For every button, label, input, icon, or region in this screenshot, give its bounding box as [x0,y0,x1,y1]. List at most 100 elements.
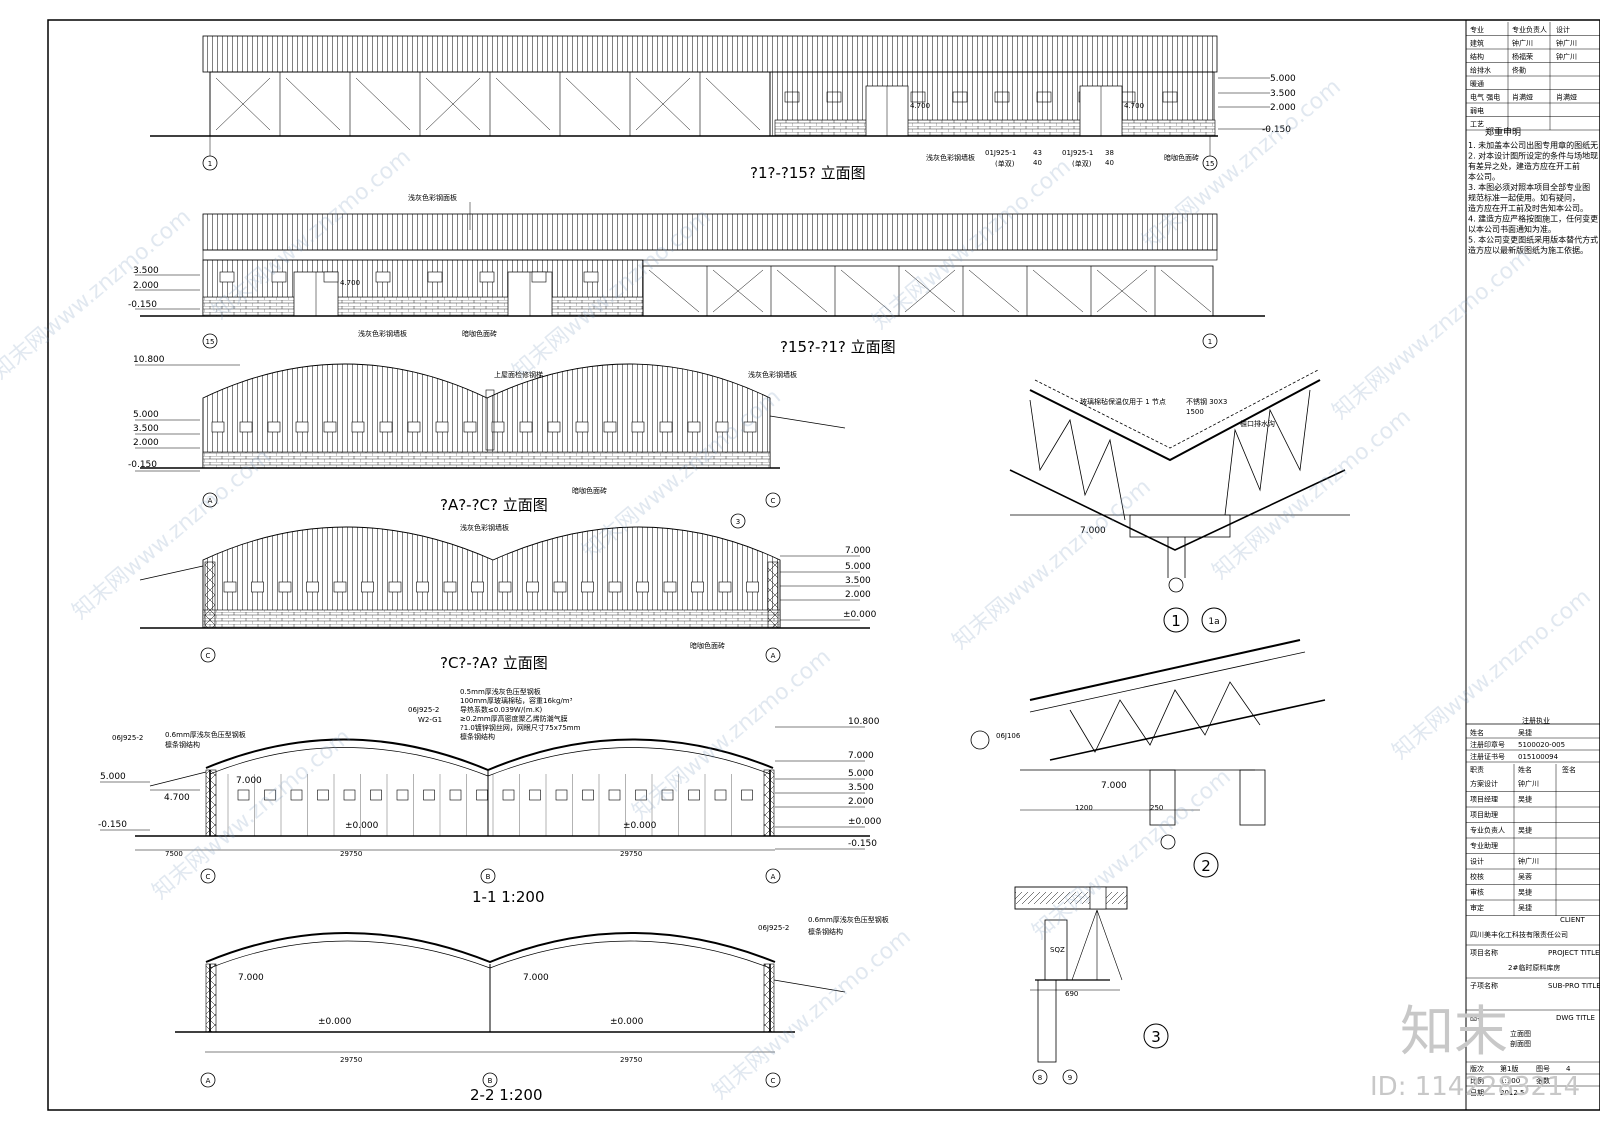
s1-window [370,789,382,801]
tb-dwg-2: 剖面图 [1510,1039,1531,1048]
tb-note-line: 2. 对本设计图所设定的条件与场地现 [1468,151,1598,161]
tb-note-line: 造方应在开工前及时告知本公司。 [1468,203,1588,213]
e4-note-1: 浅灰色彩钢墙板 [460,523,509,532]
e4-level-5: ±0.000 [843,610,877,620]
tb-note-line: 5. 本公司变更图纸采用版本替代方式 [1468,235,1598,245]
s2-note-1: 06J925-2 [758,924,789,932]
tb-foot-cell: 2012.5 [1500,1089,1525,1097]
e1-axis-left: 1 [208,160,212,168]
e2-bay-brace [1096,269,1148,313]
e1-title: ?1?-?15? 立面图 [750,164,866,182]
e4-window [746,581,759,593]
s1-window [714,789,727,801]
sheet-frame [47,19,1600,1111]
e3-title: ?A?-?C? 立面图 [440,496,548,514]
e4-window [553,581,567,593]
s2-axis-3: C [771,1077,776,1085]
d1-note-1: 玻璃棉毡保温仅用于 1 节点 [1080,397,1166,406]
e3-note-3: 暗咖色面砖 [572,486,607,495]
e2-window [583,271,599,283]
e3-window [435,421,449,433]
tb-staff-role: 专业助理 [1470,841,1498,850]
e4-window [636,581,649,593]
s1-left-note-2: 0.6mm厚浅灰色压型钢板 [165,730,246,739]
watermark-brand: 知末 [1400,1000,1508,1063]
s1-roof-note: 06J925-2 [408,706,439,714]
e2-bay-brace [904,269,956,313]
tb-foot-cell: 第1版 [1500,1064,1518,1073]
e3-window [239,421,253,433]
s1-level-left-3: -0.150 [98,820,127,830]
detail-1: 7.000 玻璃棉毡保温仅用于 1 节点 不锈钢 30X3 1500 檐口排水沟… [1009,369,1350,633]
s2-inner-4: ±0.000 [610,1017,644,1027]
e2-window [323,271,339,283]
e3-axis-right: C [771,497,776,505]
section-1-1: 5.000 4.700 -0.150 10.8007.0005.0003.500… [98,687,882,906]
tb-client: 四川美丰化工科技有限责任公司 [1470,930,1568,939]
s2-inner-1: 7.000 [238,973,264,983]
e3-axis-left: A [208,497,213,505]
tb-reg-cell: 5100020-005 [1518,741,1565,749]
e1-ref-3: 38 [1105,149,1114,157]
e4-note-2: 暗咖色面砖 [690,641,725,650]
s1-window [502,789,515,801]
e3-window [519,421,533,433]
tb-staff-name: 吴捷 [1518,795,1532,804]
d2-dim-1: 1200 [1075,804,1093,812]
watermark-text: 知末网www.znzmo.com [1028,764,1236,944]
detail-2: 1200 250 7.000 06J106 2 [970,639,1326,878]
e3-window [211,421,225,433]
e1-ref-4: 40 [1105,159,1114,167]
tb-note-line: 造方应以最新版图纸为施工依据。 [1468,245,1588,255]
s1-roof-note: ≥0.2mm厚高密度聚乙烯防潮气膜 [460,714,568,723]
tb-top-cell: 结构 [1470,52,1484,61]
e4-window [526,581,539,593]
e3-window [631,421,645,433]
e4-window [608,581,622,593]
s1-axis-1: C [206,873,211,881]
e1-note-3: (单双) [995,159,1015,168]
d2-level: 7.000 [1101,781,1127,791]
e4-level-2: 5.000 [845,562,871,572]
tb-reg-title: 注册执业 [1522,716,1550,725]
s1-level-right: 10.800 [848,717,880,727]
s1-axis-3: A [771,873,776,881]
s1-window [741,789,753,801]
tb-top-cell: 专业 [1470,25,1484,34]
s1-span-2: 29750 [340,850,362,858]
s2-axis-1: A [206,1077,211,1085]
e4-level-3: 3.500 [845,576,871,586]
e4-title: ?C?-?A? 立面图 [440,654,548,672]
tb-top-cell: 暖通 [1470,79,1484,88]
tb-foot-cell: 比例 [1470,1076,1484,1085]
elevation-4: 7.000 5.000 3.500 2.000 ±0.000 3 C A 浅灰色… [139,513,877,672]
e1-bay-brace [705,77,761,131]
e1-note-4: 01J925-1 [1062,149,1093,157]
detail-3: SQZ 690 8 9 3 [1014,886,1169,1085]
e2-level-2: 2.000 [133,281,159,291]
tb-sub-en: SUB-PRO TITLE [1548,982,1600,990]
e3-note-2: 浅灰色彩钢墙板 [748,370,797,379]
e3-note-1: 上屋面检修钢梯 [494,370,543,379]
section-2-2: 7.000 7.000 ±0.000 ±0.000 29750 29750 A … [175,915,889,1104]
e1-axis-right: 15 [1206,160,1215,168]
watermark-id: ID: 1142283214 [1370,1072,1580,1102]
e4-window [581,581,594,593]
e1-bay-brace [425,77,481,131]
d3-axis-2: 9 [1068,1074,1072,1082]
tb-staff-role: 设计 [1470,857,1484,866]
e1-bay-brace [635,77,691,131]
s1-roof-note: 100mm厚玻璃棉毡，容重16kg/m³ [460,696,573,705]
s1-inner-3: ±0.000 [623,821,657,831]
tb-dwg-1: 立面图 [1510,1029,1531,1038]
tb-reg-cell: 015100094 [1518,753,1559,761]
tb-top-cell: 佟勤 [1512,66,1526,75]
e2-window [531,271,547,283]
tb-note-line: 有差异之处，建造方应在开工前 [1468,161,1580,171]
s1-level-right: 5.000 [848,769,874,779]
e2-window [479,271,495,283]
tb-project: 2#临时原料库房 [1508,963,1560,972]
e4-window [691,581,704,593]
tb-top-cell: 弱电 [1470,106,1484,115]
e3-window [603,421,617,433]
